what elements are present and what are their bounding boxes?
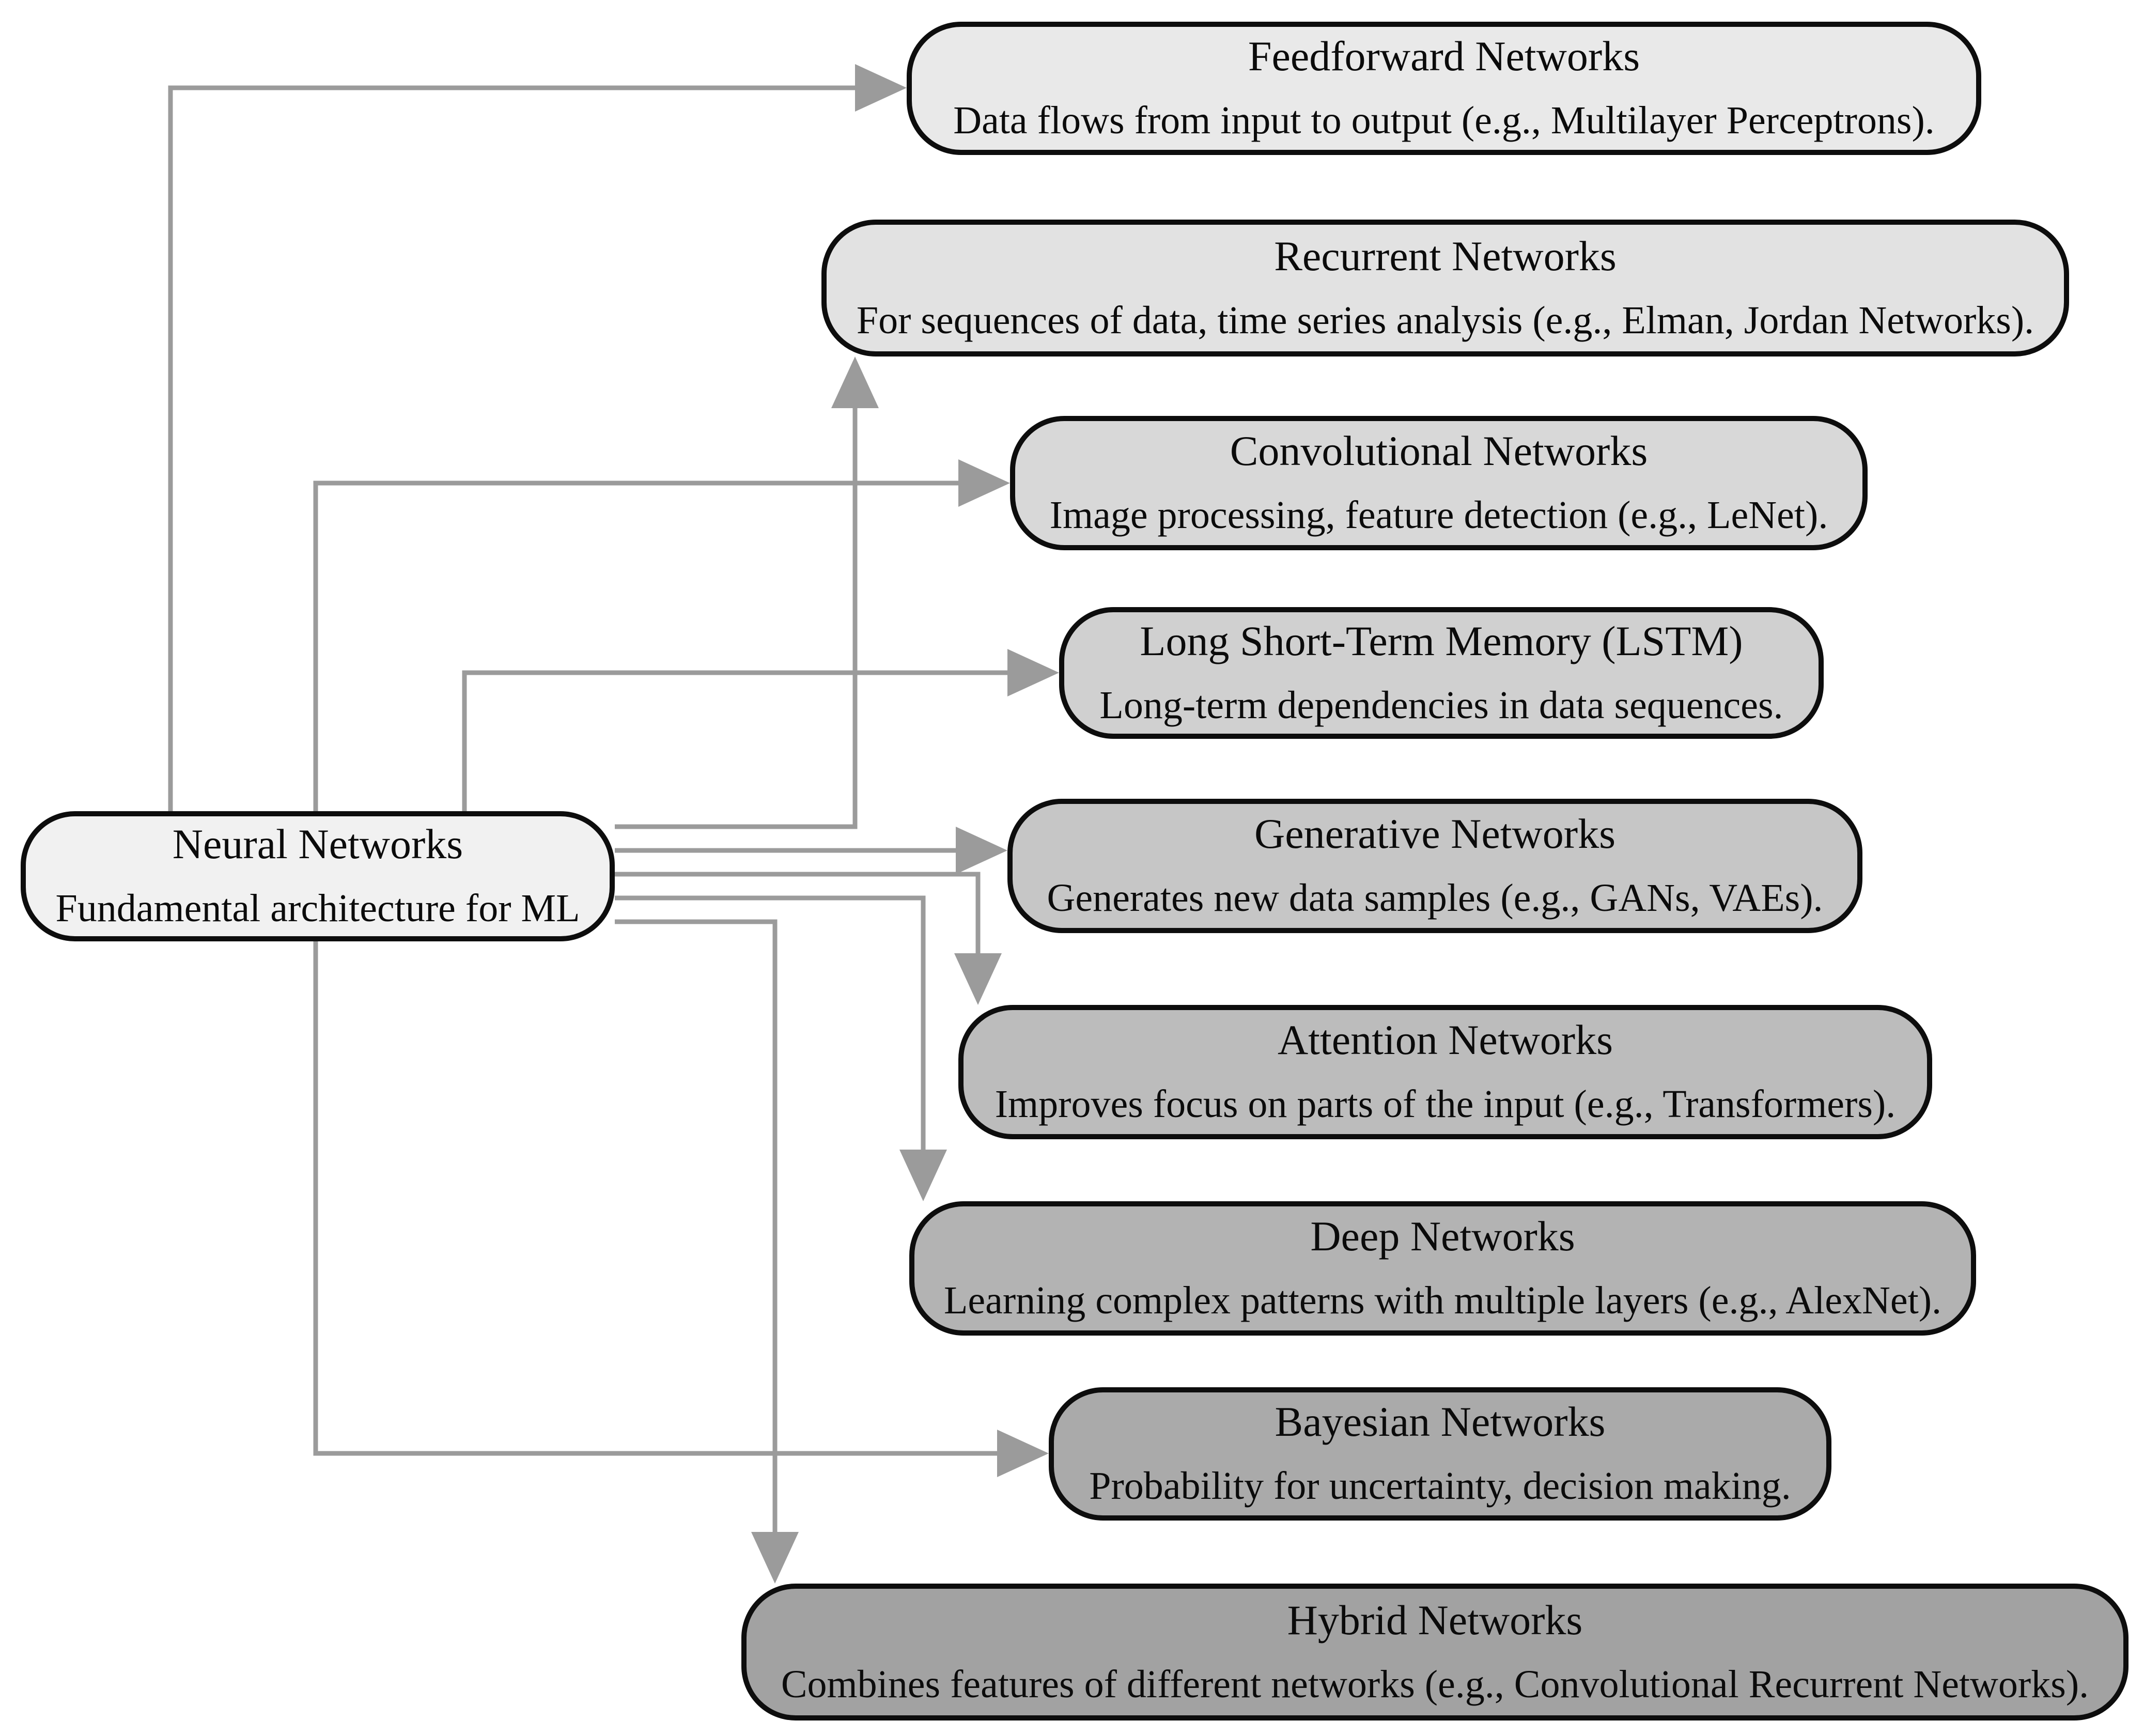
node-generative-networks: Generative Networks Generates new data s…: [1007, 799, 1862, 933]
node-description: Data flows from input to output (e.g., M…: [953, 99, 1935, 142]
node-description: Generates new data samples (e.g., GANs, …: [1047, 876, 1823, 920]
node-title: Feedforward Networks: [1248, 33, 1640, 80]
node-description: Fundamental architecture for ML: [55, 887, 580, 930]
node-title: Neural Networks: [172, 820, 463, 867]
node-description: Combines features of different networks …: [781, 1662, 2089, 1706]
edge-root-recurrent: [615, 408, 858, 829]
edge-root-bayesian-arrowhead-icon: [997, 1430, 1049, 1477]
edge-root-convolutional: [313, 481, 958, 811]
node-recurrent-networks: Recurrent Networks For sequences of data…: [821, 220, 2069, 357]
node-convolutional-networks: Convolutional Networks Image processing,…: [1010, 416, 1868, 550]
node-title: Bayesian Networks: [1275, 1398, 1606, 1445]
edge-root-lstm-arrowhead-icon: [1007, 649, 1059, 696]
node-title: Generative Networks: [1254, 810, 1615, 857]
node-title: Deep Networks: [1310, 1213, 1575, 1260]
node-title: Hybrid Networks: [1287, 1596, 1583, 1644]
edge-root-feedforward: [168, 85, 855, 811]
node-description: Probability for uncertainty, decision ma…: [1089, 1464, 1791, 1508]
node-description: Long-term dependencies in data sequences…: [1099, 683, 1783, 727]
node-description: Image processing, feature detection (e.g…: [1049, 493, 1828, 537]
node-attention-networks: Attention Networks Improves focus on par…: [958, 1005, 1932, 1139]
edge-root-lstm: [462, 670, 1007, 811]
node-deep-networks: Deep Networks Learning complex patterns …: [909, 1201, 1976, 1336]
node-neural-networks: Neural Networks Fundamental architecture…: [21, 811, 615, 941]
edge-root-attention: [615, 872, 981, 953]
node-title: Attention Networks: [1277, 1016, 1613, 1063]
edge-root-deep: [615, 895, 926, 1150]
edge-root-hybrid: [615, 919, 778, 1532]
edge-root-feedforward-arrowhead-icon: [855, 64, 907, 112]
node-description: Improves focus on parts of the input (e.…: [995, 1082, 1896, 1126]
node-description: For sequences of data, time series analy…: [856, 298, 2034, 342]
edge-root-attention-arrowhead-icon: [954, 953, 1002, 1005]
node-description: Learning complex patterns with multiple …: [943, 1279, 1942, 1322]
edge-root-recurrent-arrowhead-icon: [831, 357, 879, 408]
edge-root-generative-arrowhead-icon: [956, 827, 1007, 874]
node-title: Long Short-Term Memory (LSTM): [1140, 617, 1743, 664]
edge-root-bayesian: [313, 941, 997, 1456]
node-feedforward-networks: Feedforward Networks Data flows from inp…: [907, 22, 1981, 155]
node-lstm: Long Short-Term Memory (LSTM) Long-term …: [1059, 607, 1824, 739]
node-bayesian-networks: Bayesian Networks Probability for uncert…: [1049, 1387, 1831, 1521]
edge-root-hybrid-arrowhead-icon: [751, 1532, 799, 1584]
node-title: Recurrent Networks: [1274, 232, 1617, 280]
node-title: Convolutional Networks: [1230, 427, 1648, 474]
node-hybrid-networks: Hybrid Networks Combines features of dif…: [741, 1584, 2129, 1721]
edge-root-convolutional-arrowhead-icon: [958, 459, 1010, 507]
edge-root-deep-arrowhead-icon: [899, 1150, 947, 1201]
